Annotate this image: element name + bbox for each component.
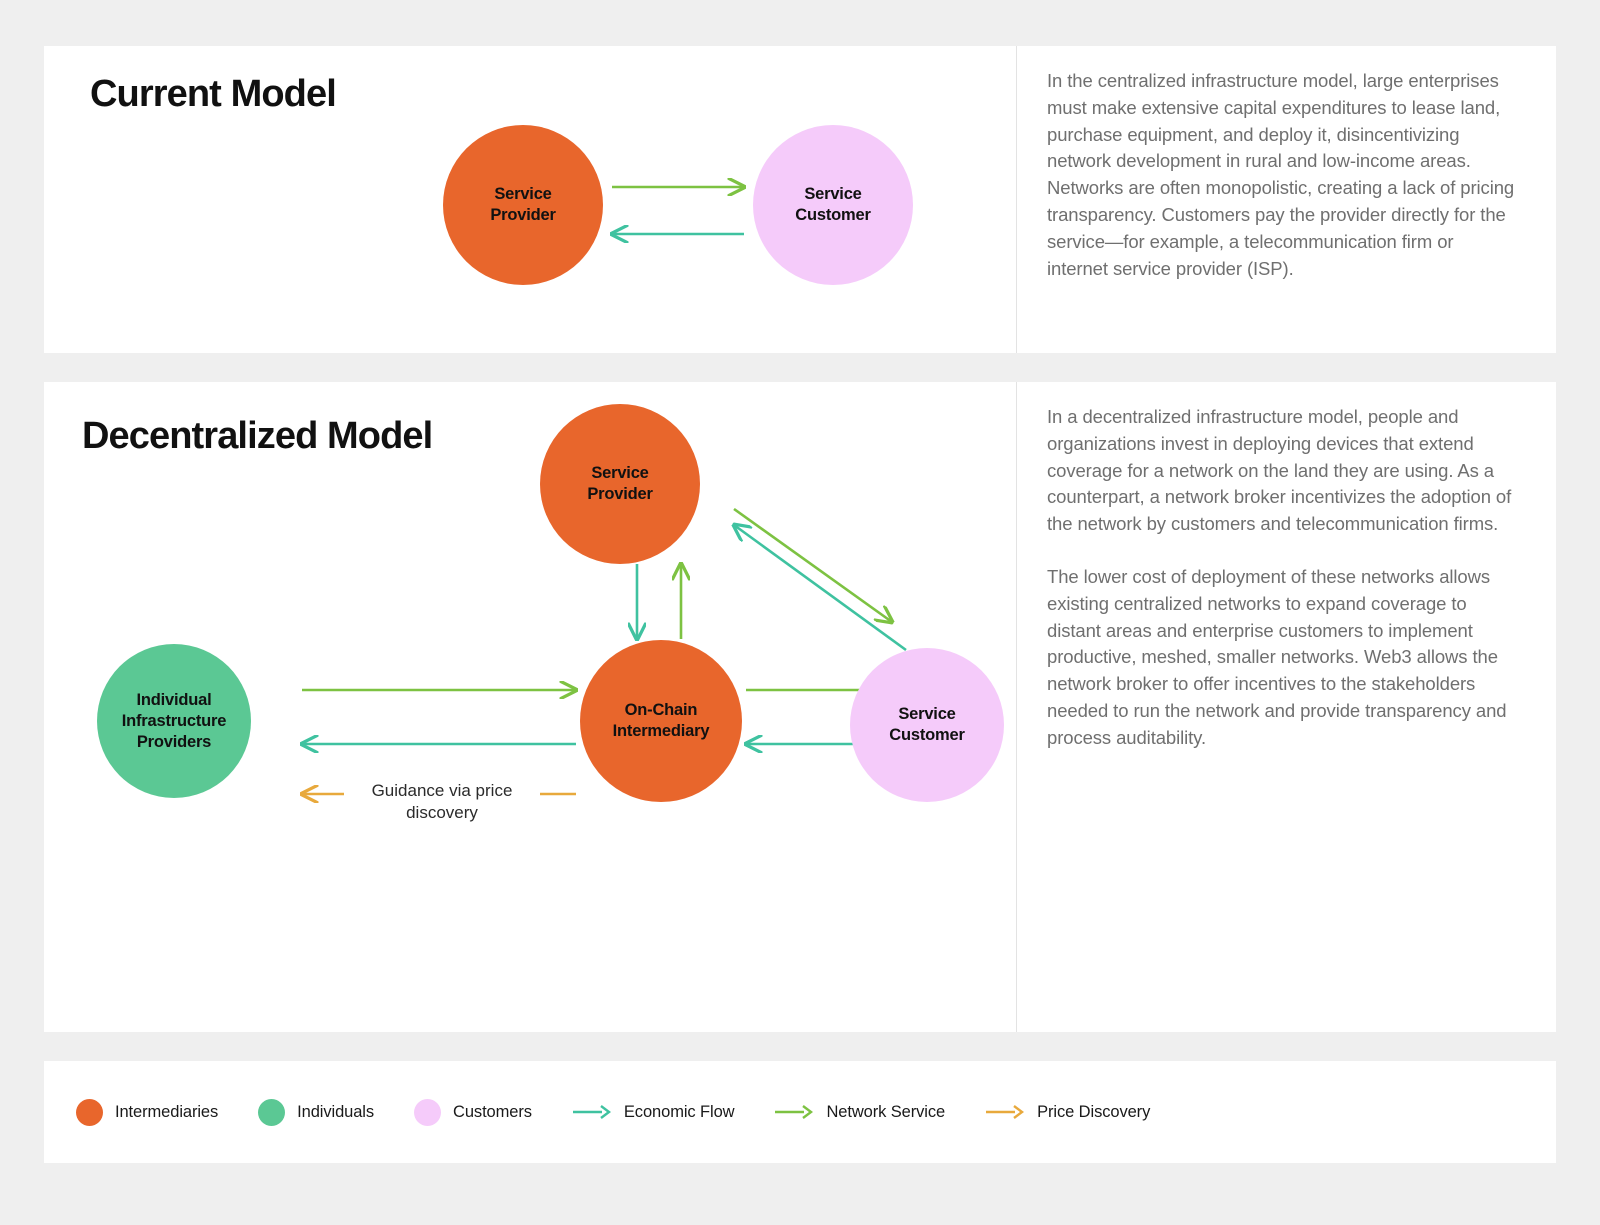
node-label-line1: Service <box>898 705 956 723</box>
legend-label: Economic Flow <box>623 1102 735 1121</box>
legend-item-network-service: Network Service <box>774 1103 945 1122</box>
legend-item-economic-flow: Economic Flow <box>572 1103 735 1122</box>
decentralized-model-description-1: In a decentralized infrastructure model,… <box>1047 406 1512 535</box>
legend-item-price-discovery: Price Discovery <box>985 1103 1150 1122</box>
node-label-line2: Provider <box>490 206 556 224</box>
node-label-line1: Service <box>494 185 552 203</box>
decentralized-model-diagram-area: Decentralized Model <box>44 382 1016 1032</box>
node-label-line2: Customer <box>889 726 965 744</box>
legend-label: Price Discovery <box>1037 1102 1151 1121</box>
circle-icon <box>258 1098 286 1126</box>
current-model-description-column: In the centralized infrastructure model,… <box>1016 46 1556 353</box>
arrow-right-icon <box>986 1105 1025 1119</box>
current-model-diagram-area: Current Model S <box>44 46 1016 353</box>
decentralized-model-description-column: In a decentralized infrastructure model,… <box>1016 382 1556 1032</box>
node-label-line2: Infrastructure <box>121 711 227 730</box>
decentralized-model-panel: Decentralized Model <box>44 382 1556 1032</box>
legend-label: Individuals <box>297 1102 375 1121</box>
node-service-customer[interactable]: Service Customer <box>753 125 913 285</box>
node-service-provider[interactable]: Service Provider <box>540 404 700 564</box>
current-model-edges <box>44 46 1016 353</box>
node-label-line1: On-Chain <box>624 701 698 719</box>
edge-label-line1: Guidance <box>371 781 445 800</box>
circle-icon <box>414 1098 442 1126</box>
node-service-customer[interactable]: Service Customer <box>850 648 1004 802</box>
legend-item-intermediaries: Intermediaries <box>76 1098 219 1126</box>
node-on-chain-intermediary[interactable]: On-Chain Intermediary <box>580 640 742 802</box>
node-label-line2: Intermediary <box>612 722 710 740</box>
legend-label: Customers <box>453 1102 532 1121</box>
circle-icon <box>76 1098 103 1126</box>
legend-label: Network Service <box>826 1102 946 1121</box>
node-label-line2: Customer <box>795 206 871 224</box>
edge-customer-to-provider <box>734 525 907 652</box>
arrow-right-icon <box>775 1105 814 1119</box>
current-model-title: Current Model <box>90 73 337 115</box>
arrow-right-icon <box>572 1105 611 1119</box>
current-model-panel: Current Model S <box>44 46 1556 353</box>
current-model-stage: Service Provider Service Customer <box>44 46 1016 353</box>
node-label-line1: Service <box>804 185 862 203</box>
node-service-provider[interactable]: Service Provider <box>443 125 603 285</box>
node-label-line1: Individual <box>136 690 212 709</box>
decentralized-model-description-2: The lower cost of deployment of these ne… <box>1047 565 1507 748</box>
node-label-line2: Provider <box>587 485 653 503</box>
legend-item-customers: Customers <box>414 1098 532 1126</box>
legend-row: Intermediaries Individuals Customers Eco… <box>44 1098 1190 1126</box>
legend-item-individuals: Individuals <box>258 1098 375 1126</box>
decentralized-model-stage: Guidance via price discovery Service Pro… <box>44 382 1016 1032</box>
node-label-line1: Service <box>591 464 649 482</box>
edge-provider-to-customer <box>733 507 892 622</box>
node-individual-infrastructure-providers[interactable]: Individual Infrastructure Providers <box>97 644 251 798</box>
legend-panel: Intermediaries Individuals Customers Eco… <box>44 1061 1556 1163</box>
current-model-description: In the centralized infrastructure model,… <box>1047 70 1515 279</box>
decentralized-model-title: Decentralized Model <box>82 415 433 457</box>
edge-label-price-discovery: Guidance via price discovery <box>344 780 540 824</box>
node-label-line3: Providers <box>136 732 212 751</box>
legend-label: Intermediaries <box>115 1102 219 1121</box>
